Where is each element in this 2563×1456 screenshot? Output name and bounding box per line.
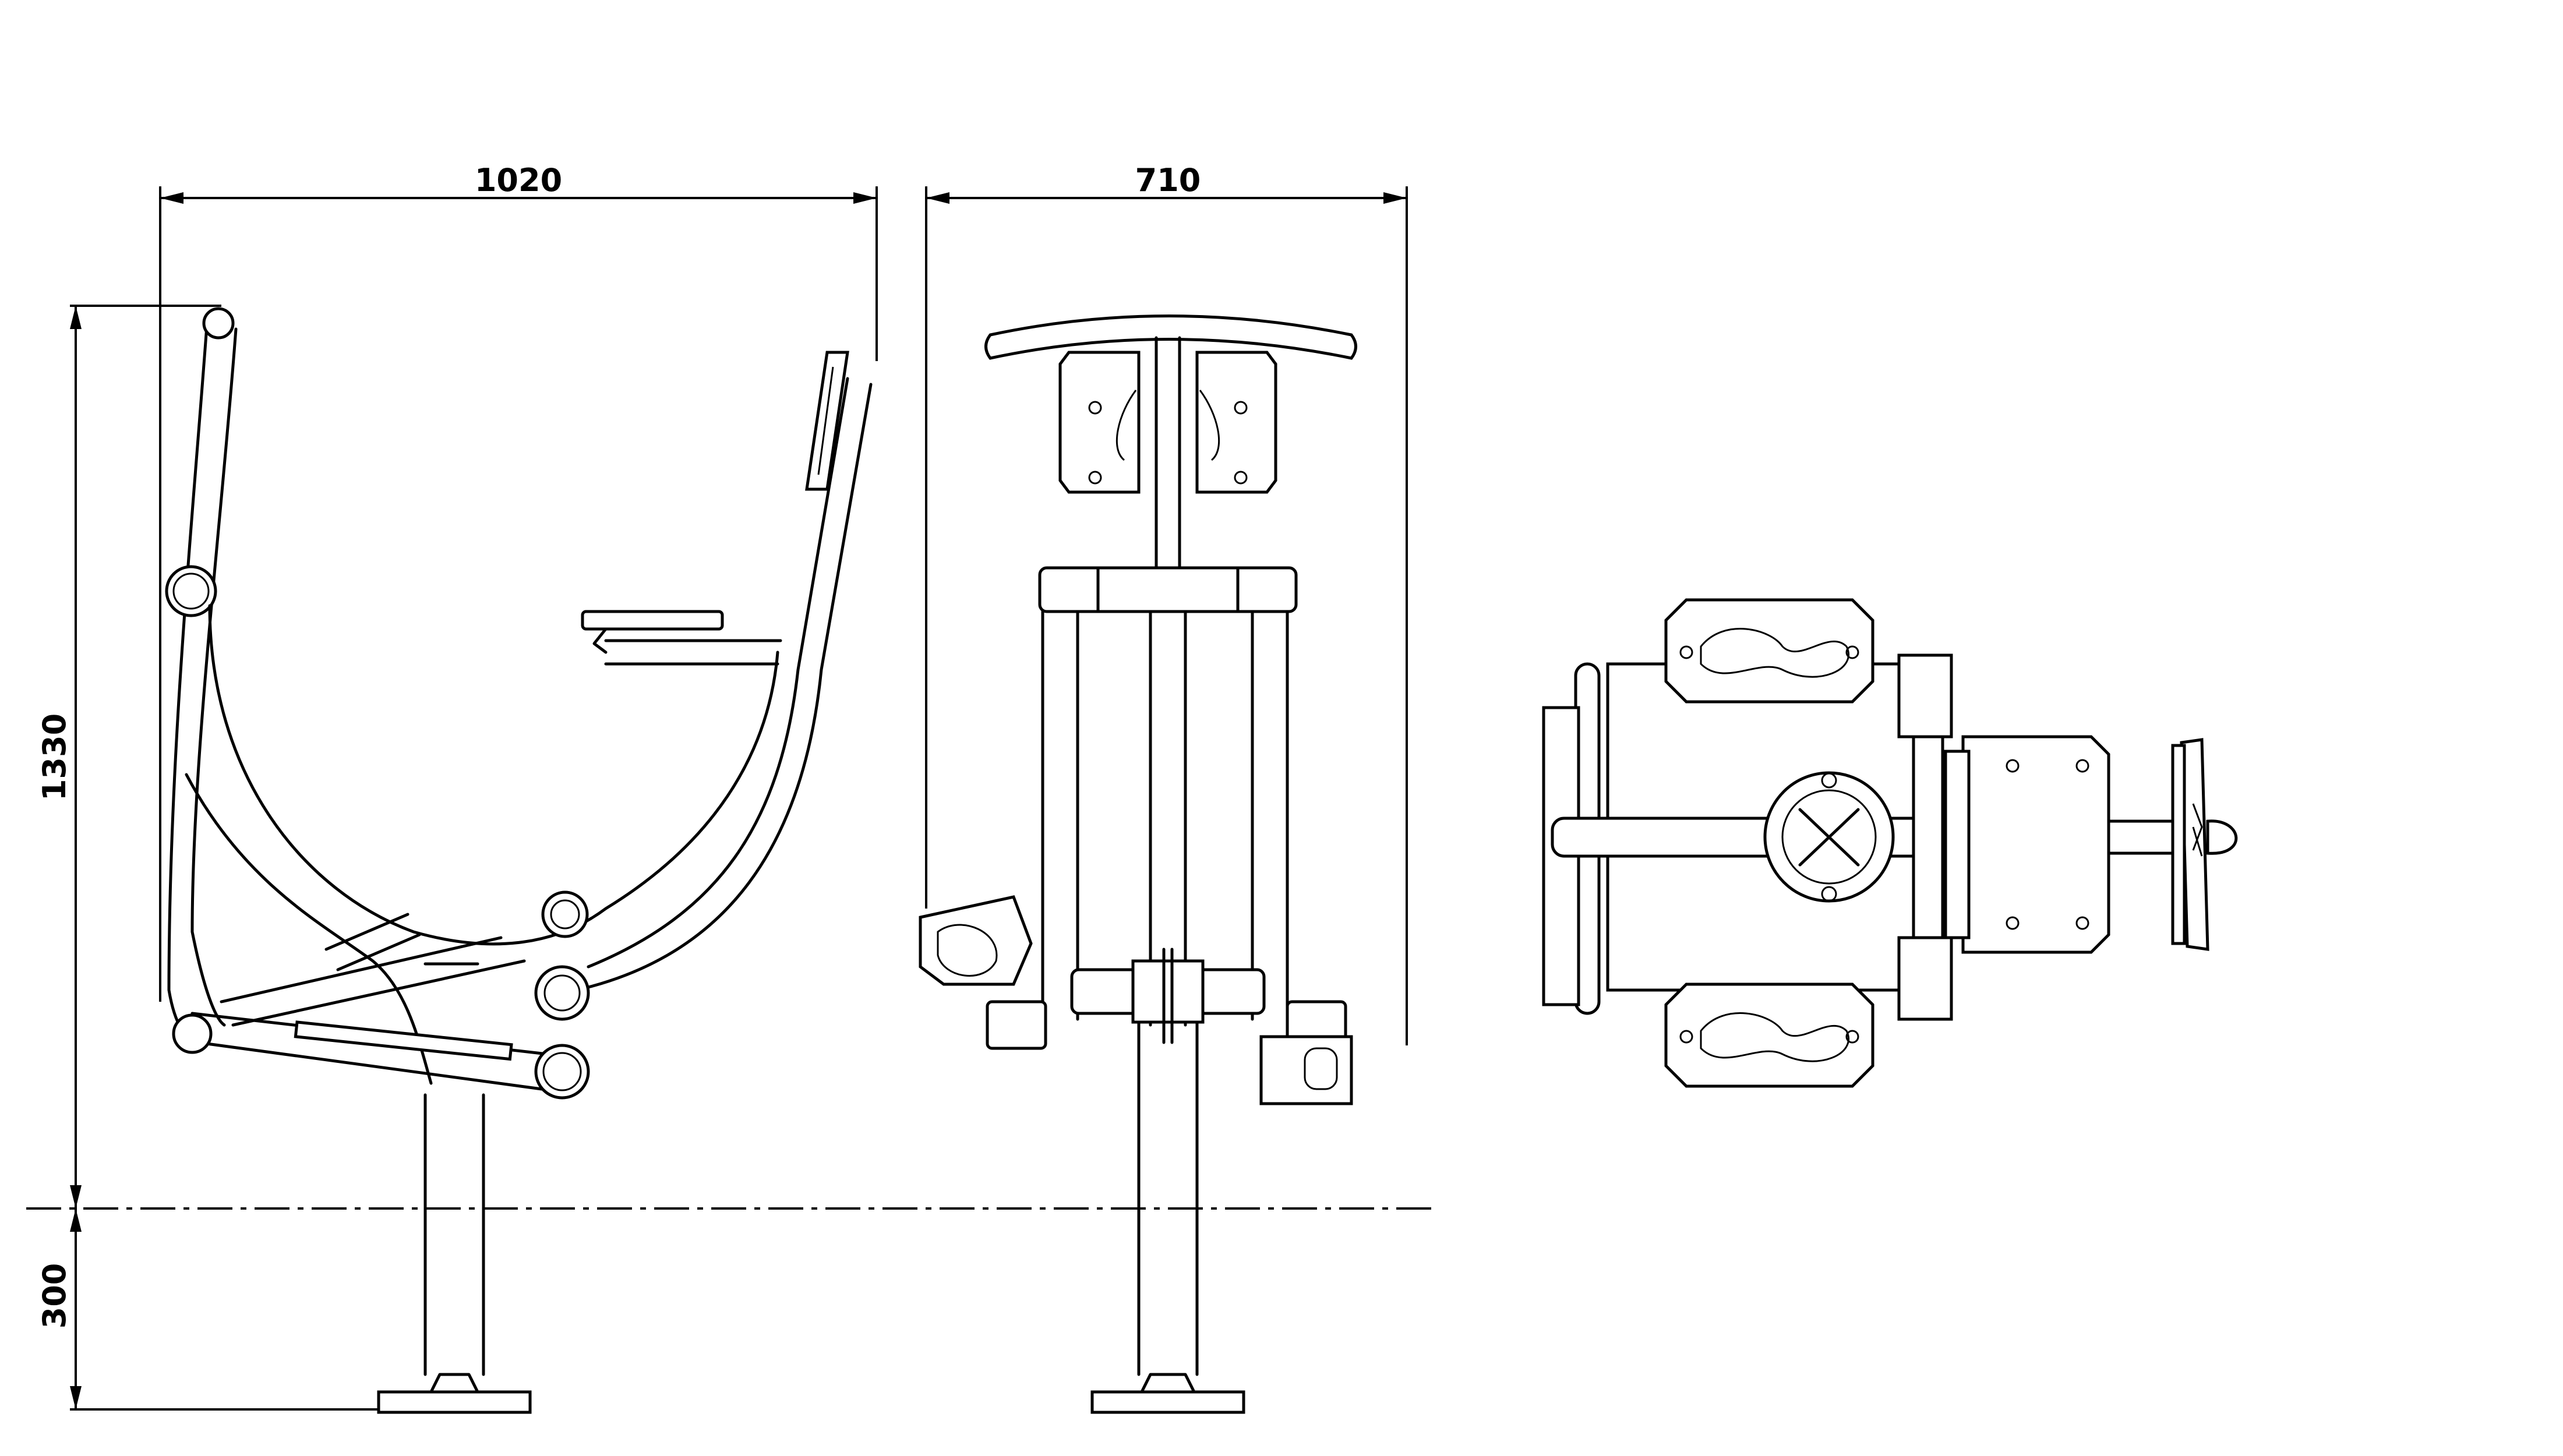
side-view bbox=[165, 307, 873, 1414]
top-view bbox=[1542, 598, 2238, 1088]
dimension-label-depth: 300 bbox=[36, 1263, 73, 1329]
dimension-label-front-width: 710 bbox=[1135, 162, 1201, 199]
dimension-label-height: 1330 bbox=[36, 713, 73, 801]
dimension-side-width: 1020 bbox=[159, 162, 878, 1002]
dimension-front-width: 710 bbox=[925, 162, 1408, 1045]
front-view bbox=[919, 314, 1357, 1414]
dimension-label-side-width: 1020 bbox=[475, 162, 562, 199]
dimension-heights: 1330 300 bbox=[36, 305, 384, 1411]
